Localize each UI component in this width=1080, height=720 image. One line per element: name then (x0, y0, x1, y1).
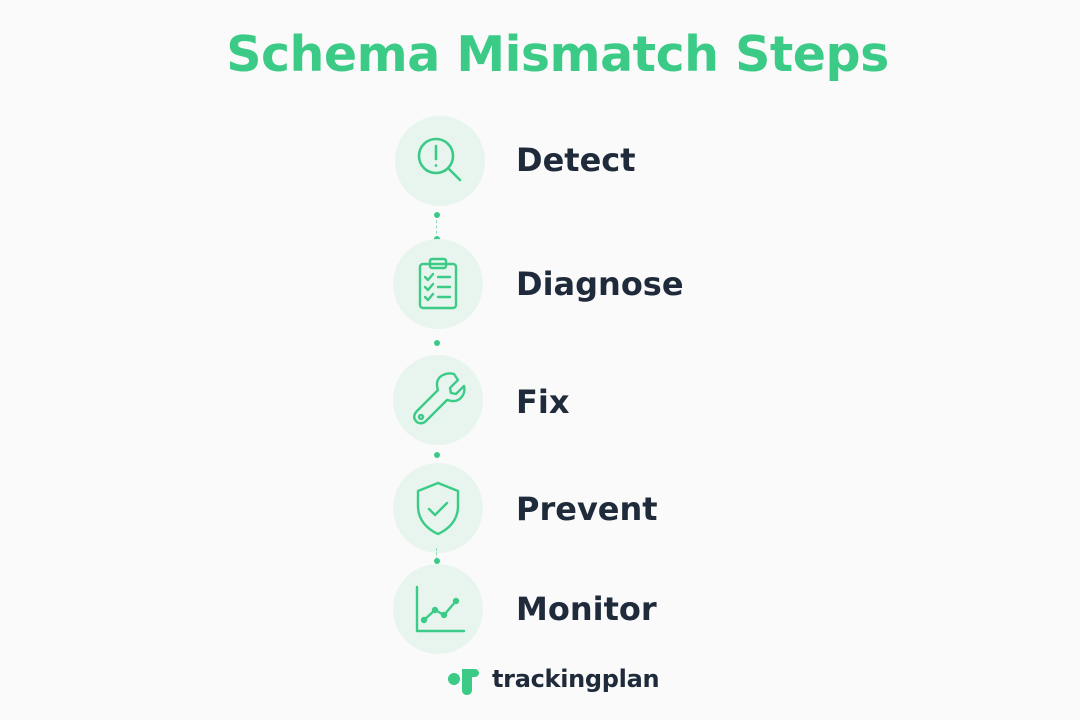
connector (434, 548, 440, 568)
shield-check-icon (416, 481, 460, 536)
wrench-icon (413, 372, 466, 425)
step-label-diagnose: Diagnose (516, 265, 684, 303)
step-label-detect: Detect (516, 141, 636, 179)
fix-step-circle (393, 355, 483, 445)
clipboard-checklist-icon (418, 257, 458, 310)
brand-logo: trackingplan (446, 661, 660, 697)
magnifier-exclamation-icon (417, 137, 462, 182)
brand-name: trackingplan (492, 665, 660, 693)
connector (434, 340, 440, 360)
detect-step-circle (395, 116, 485, 206)
step-label-prevent: Prevent (516, 490, 658, 528)
monitor-step-circle (393, 564, 483, 654)
line-chart-icon (415, 585, 466, 633)
page-title: Schema Mismatch Steps (226, 26, 889, 83)
trackingplan-logo (448, 669, 479, 695)
prevent-step-circle (393, 463, 483, 553)
connector (434, 452, 440, 468)
step-label-monitor: Monitor (516, 590, 657, 628)
diagnose-step-circle (393, 239, 483, 329)
connector (434, 212, 440, 242)
step-label-fix: Fix (516, 383, 570, 421)
